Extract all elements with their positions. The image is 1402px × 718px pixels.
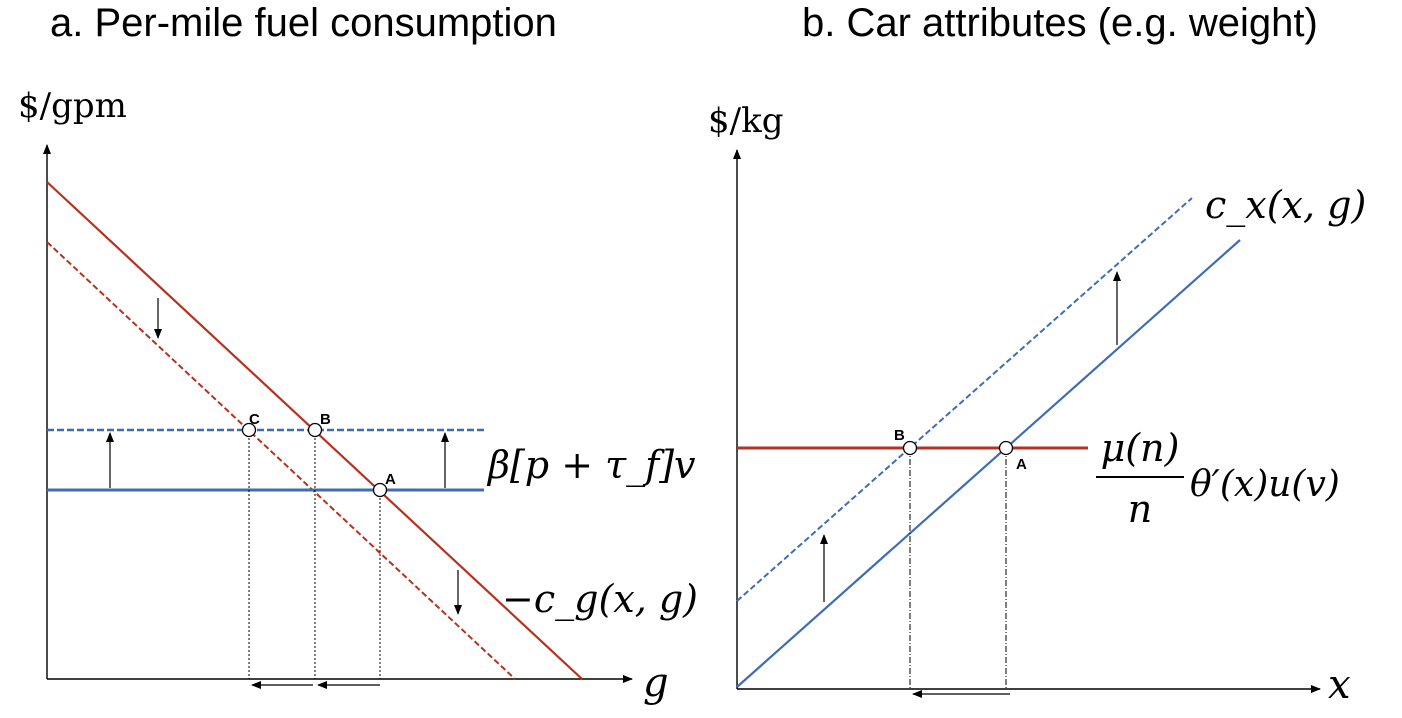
panel-a-x-axis-label: g xyxy=(643,660,669,706)
panel-a-title: a. Per-mile fuel consumption xyxy=(50,1,557,45)
panel-a-point-b xyxy=(307,422,323,438)
panel-a-red-dashed-line xyxy=(46,241,516,680)
panel-b-point-a-label: A xyxy=(1016,456,1027,473)
panel-b-fraction-denominator: n xyxy=(1128,487,1152,531)
panel-b-title: b. Car attributes (e.g. weight) xyxy=(802,1,1318,45)
panel-b-x-axis-label: x xyxy=(1328,662,1351,708)
panel-a-point-a-label: A xyxy=(385,471,396,488)
panel-b-point-b xyxy=(902,440,918,456)
panel-b: b. Car attributes (e.g. weight) $/kg x B… xyxy=(708,1,1366,708)
panel-b-upward-curve-label: c_x(x, g) xyxy=(1205,183,1366,228)
panel-b-y-axis-label: $/kg xyxy=(708,101,783,141)
panel-b-blue-dashed-line xyxy=(736,197,1193,602)
panel-a-y-axis-label: $/gpm xyxy=(18,86,127,126)
panel-a-horizontal-curve-label: β[p + τ_f]v xyxy=(486,443,696,488)
panel-b-point-a xyxy=(998,440,1014,456)
panel-a-point-a xyxy=(372,482,388,498)
panel-a-downward-curve-label: −c_g(x, g) xyxy=(502,577,698,622)
panel-a-point-c xyxy=(241,422,257,438)
panel-a: a. Per-mile fuel consumption $/gpm g C B… xyxy=(18,1,698,706)
panel-b-point-b-label: B xyxy=(894,427,905,444)
panel-b-blue-solid-line xyxy=(736,239,1241,688)
panel-a-point-b-label: B xyxy=(320,411,331,428)
panel-a-point-c-label: C xyxy=(249,411,260,428)
panel-b-horizontal-curve-label: θ′(x)u(v) xyxy=(1190,464,1340,505)
panel-b-fraction-numerator: μ(n) xyxy=(1101,426,1180,470)
